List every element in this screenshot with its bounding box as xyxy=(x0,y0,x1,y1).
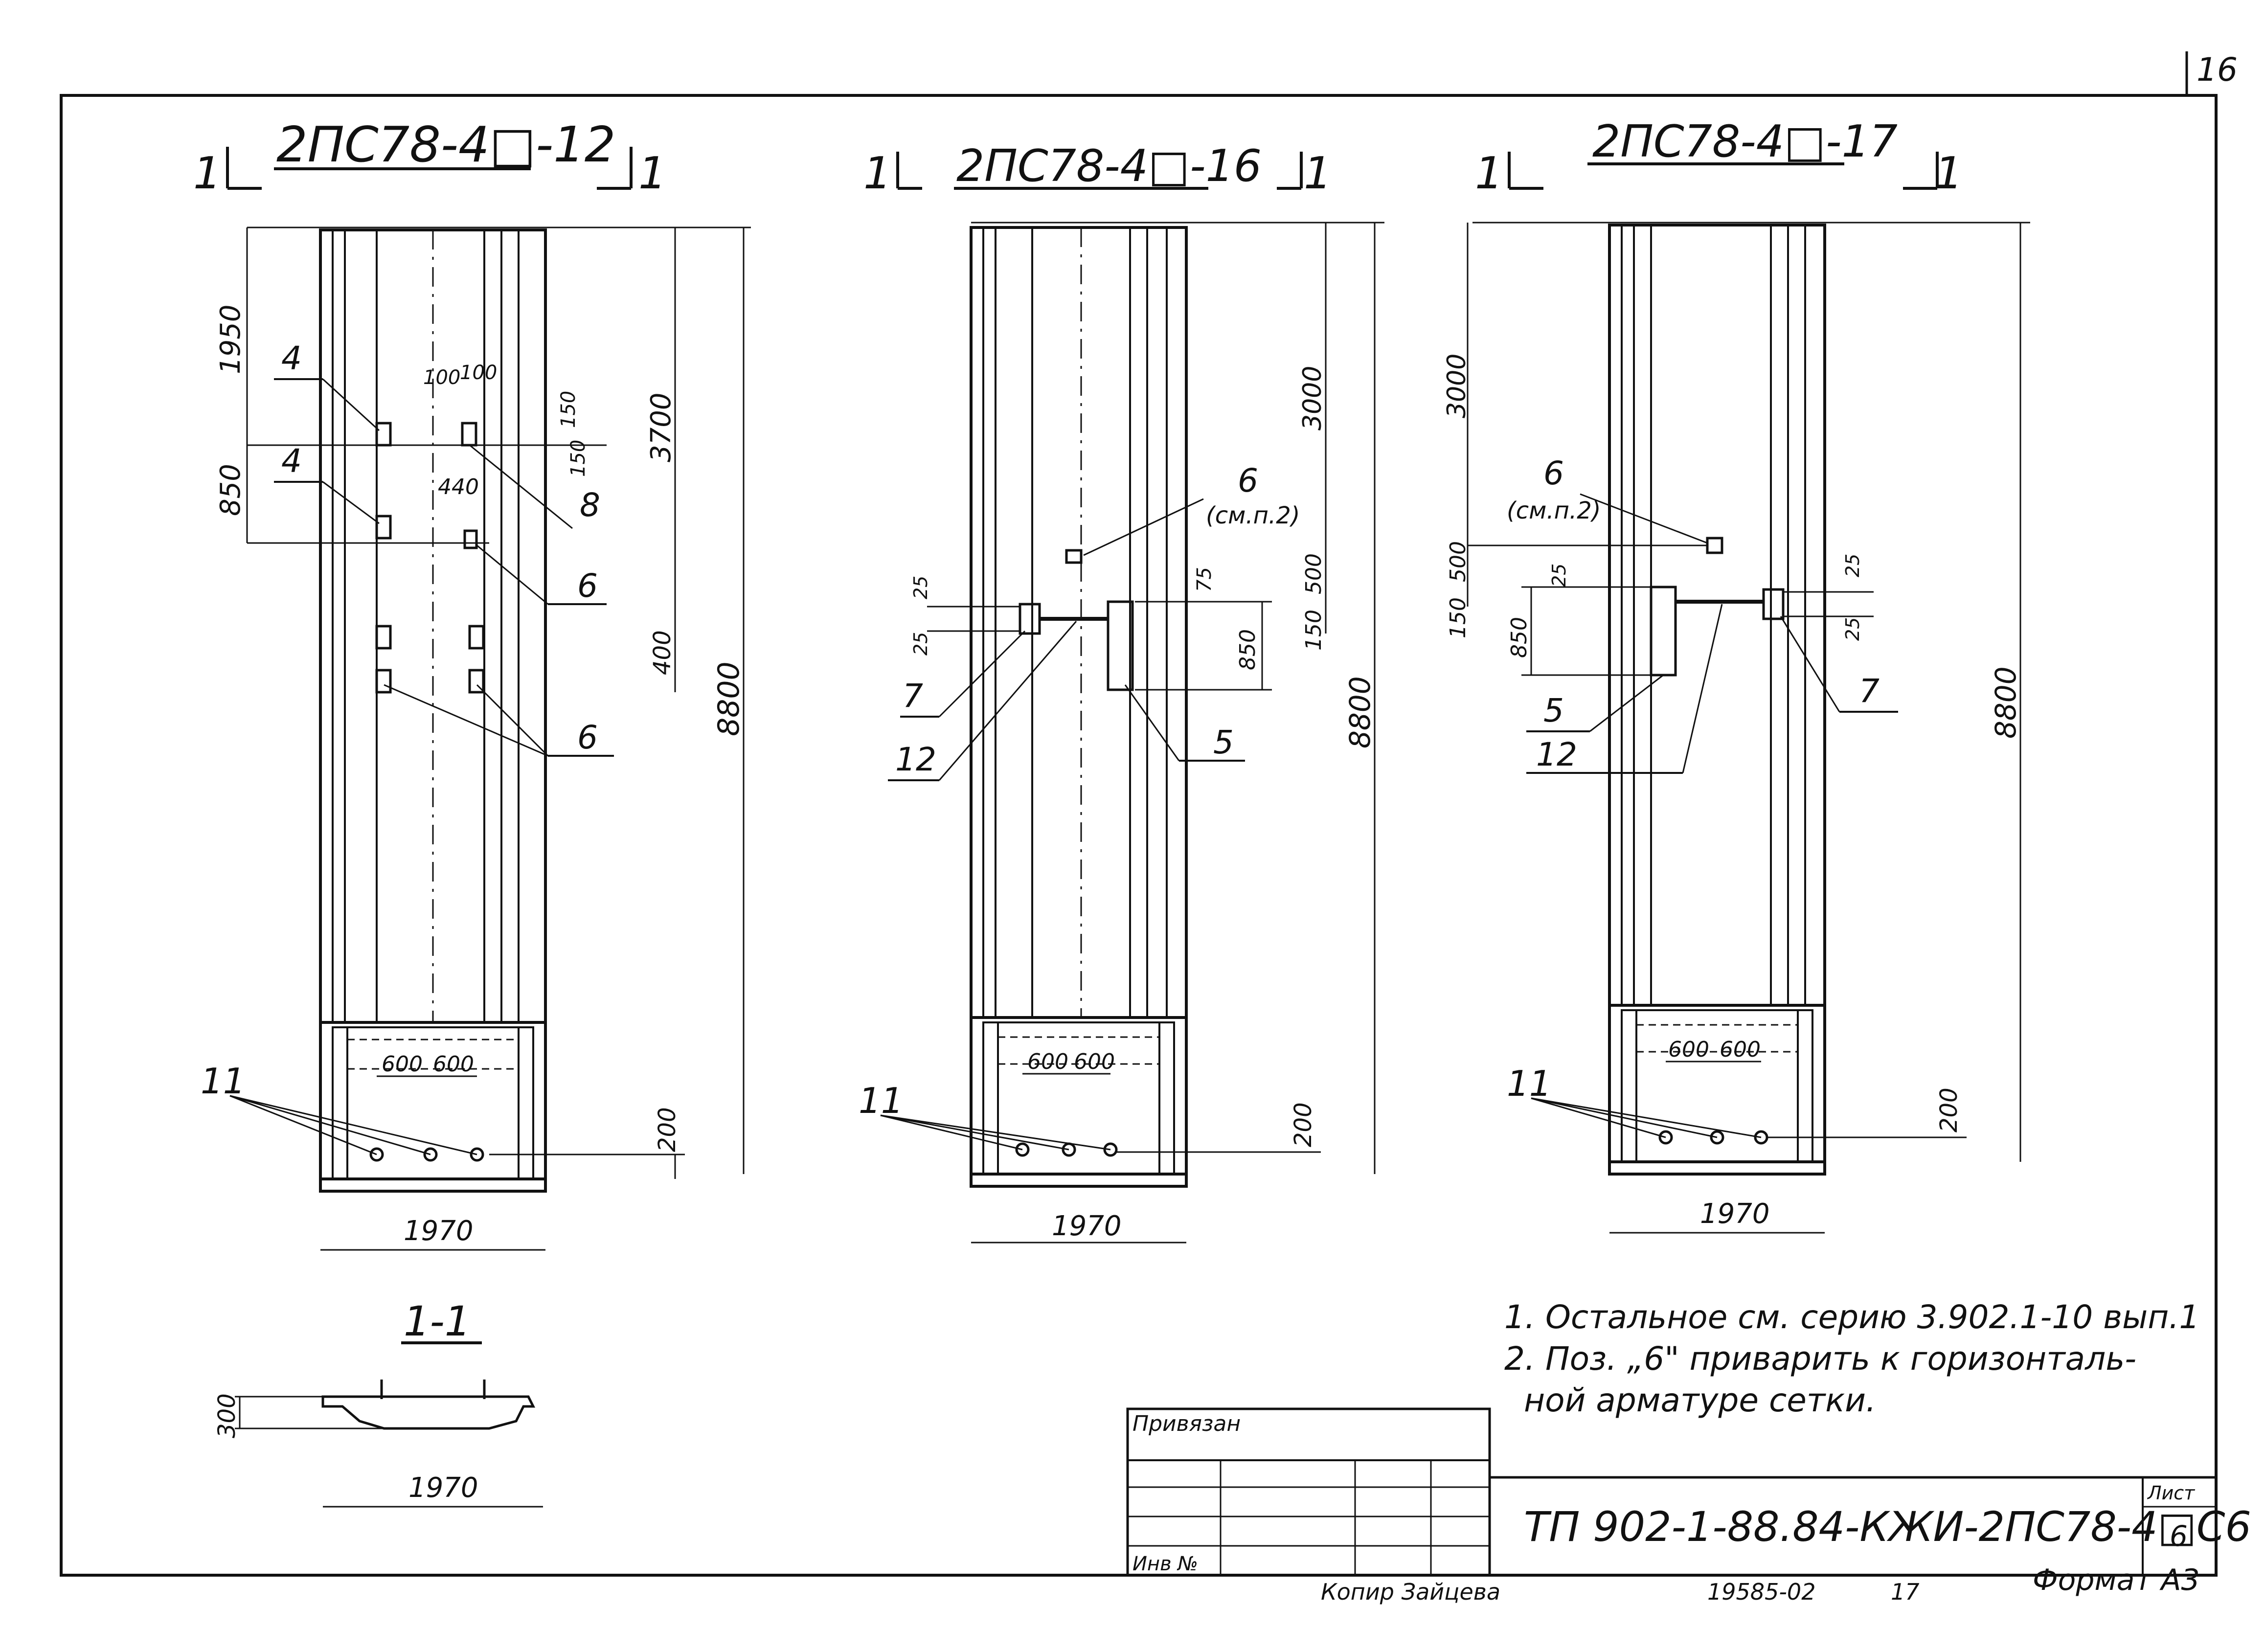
footer-order-no: 19585-02 xyxy=(1707,1579,1815,1605)
callout-7: 7 xyxy=(903,677,923,715)
note-1: 1. Остальное см. серию 3.902.1-10 вып.1 xyxy=(1504,1298,2199,1336)
dim-25b: 25 xyxy=(910,632,931,656)
dim-850: 850 xyxy=(1507,617,1532,658)
dim-1970: 1970 xyxy=(1700,1198,1770,1230)
callout-6-note: (см.п.2) xyxy=(1206,502,1300,529)
dim-1970: 1970 xyxy=(404,1215,474,1247)
section-title: 1-1 xyxy=(404,1297,471,1345)
dim-1950: 1950 xyxy=(215,304,247,374)
footer: Копир Зайцева 19585-02 17 Формат А3 xyxy=(1321,1563,2200,1605)
dim-3000: 3000 xyxy=(1298,366,1327,430)
section-mark-right: 1 xyxy=(1935,148,1963,199)
callout-7: 7 xyxy=(1859,672,1880,710)
dim-150a: 150 xyxy=(557,391,580,428)
dim-500: 500 xyxy=(1301,553,1326,594)
section-dim-300: 300 xyxy=(213,1393,241,1438)
stamp-privyazan: Привязан xyxy=(1132,1411,1241,1436)
view-2ps78-17: 1 2ПС78-4□-17 1 3000 500 xyxy=(1442,116,2030,1234)
view-2ps78-12: 1 2ПС78-4□-12 1 xyxy=(193,116,751,1251)
section-mark-left: 1 xyxy=(863,148,891,199)
dim-75: 75 xyxy=(1193,567,1216,592)
section-profile xyxy=(321,1395,536,1430)
dim-600b: 600 xyxy=(433,1052,474,1077)
dim-100a: 100 xyxy=(423,366,460,389)
note-2: 2. Поз. „6" приварить к горизонталь- xyxy=(1504,1340,2136,1378)
dim-1970: 1970 xyxy=(1052,1210,1122,1242)
view-title: 2ПС78-4□-17 xyxy=(1592,116,1898,167)
callout-6: 6 xyxy=(1543,454,1564,492)
dim-500: 500 xyxy=(1446,541,1471,582)
dim-600a: 600 xyxy=(1027,1049,1068,1074)
view-title: 2ПС78-4□-12 xyxy=(276,116,615,173)
callout-6-note: (см.п.2) xyxy=(1507,497,1601,524)
callout-4a: 4 xyxy=(281,339,302,377)
sheet-corner-number: 16 xyxy=(2197,51,2238,89)
callout-12: 12 xyxy=(1536,736,1577,773)
callout-11: 11 xyxy=(1507,1063,1552,1104)
dim-440: 440 xyxy=(438,475,479,499)
dim-600b: 600 xyxy=(1074,1049,1115,1074)
dim-200: 200 xyxy=(1290,1102,1317,1147)
notes: 1. Остальное см. серию 3.902.1-10 вып.1 … xyxy=(1504,1298,2199,1419)
dim-25b: 25 xyxy=(1842,554,1863,577)
dim-100b: 100 xyxy=(460,362,497,384)
dim-3700: 3700 xyxy=(645,392,677,462)
section-mark-right: 1 xyxy=(638,148,666,199)
section-mark-left: 1 xyxy=(1475,148,1503,199)
stamp-list-number: 6 xyxy=(2170,1519,2188,1553)
callout-6: 6 xyxy=(1238,462,1258,499)
footer-copier: Копир Зайцева xyxy=(1321,1579,1500,1605)
dim-150: 150 xyxy=(1446,597,1471,638)
dim-8800: 8800 xyxy=(712,661,746,736)
dim-600b: 600 xyxy=(1720,1037,1761,1062)
callout-8: 8 xyxy=(580,486,600,524)
section-mark-left: 1 xyxy=(193,148,221,199)
title-block: Привязан Инв № ТП 902-1-88.84-КЖИ-2ПС78-… xyxy=(1126,1407,2251,1577)
dim-200: 200 xyxy=(654,1107,681,1152)
dim-8800: 8800 xyxy=(1343,676,1377,748)
section-1-1: 1-1 300 1970 xyxy=(213,1297,543,1508)
dim-25a: 25 xyxy=(1548,564,1570,587)
stamp-inv-no: Инв № xyxy=(1132,1553,1198,1575)
callout-11: 11 xyxy=(859,1080,904,1121)
callout-11: 11 xyxy=(201,1061,246,1102)
view-title: 2ПС78-4□-16 xyxy=(956,140,1262,192)
stamp-doc-code: ТП 902-1-88.84-КЖИ-2ПС78-4□С6 xyxy=(1524,1503,2251,1551)
dim-600a: 600 xyxy=(382,1052,423,1077)
section-dim-1970: 1970 xyxy=(408,1472,478,1504)
callout-12: 12 xyxy=(895,741,936,778)
dim-400: 400 xyxy=(649,630,676,675)
callout-4b: 4 xyxy=(281,442,302,480)
dim-25a: 25 xyxy=(910,576,931,599)
dim-850: 850 xyxy=(215,464,247,516)
dim-200: 200 xyxy=(1935,1087,1963,1132)
dim-8800: 8800 xyxy=(1989,666,2022,739)
panel-outline xyxy=(1608,224,1826,1007)
callout-6b: 6 xyxy=(577,719,598,756)
note-3: ной арматуре сетки. xyxy=(1524,1381,1876,1419)
dim-3000: 3000 xyxy=(1442,354,1472,418)
dim-600a: 600 xyxy=(1668,1037,1709,1062)
dim-150: 150 xyxy=(1301,610,1326,651)
callout-5: 5 xyxy=(1543,692,1564,729)
callout-5: 5 xyxy=(1213,724,1234,761)
view-2ps78-16: 1 2ПС78-4□-16 1 3000 500 xyxy=(859,140,1384,1244)
panel-outline xyxy=(970,226,1188,1019)
dim-850: 850 xyxy=(1235,629,1260,670)
footer-format: Формат А3 xyxy=(2033,1563,2200,1597)
dim-25c: 25 xyxy=(1842,617,1863,641)
callout-6a: 6 xyxy=(577,567,598,605)
footer-order-sheet: 17 xyxy=(1891,1579,1920,1605)
stamp-list-label: Лист xyxy=(2147,1482,2196,1504)
section-mark-right: 1 xyxy=(1304,148,1332,199)
dim-150b: 150 xyxy=(567,440,589,477)
